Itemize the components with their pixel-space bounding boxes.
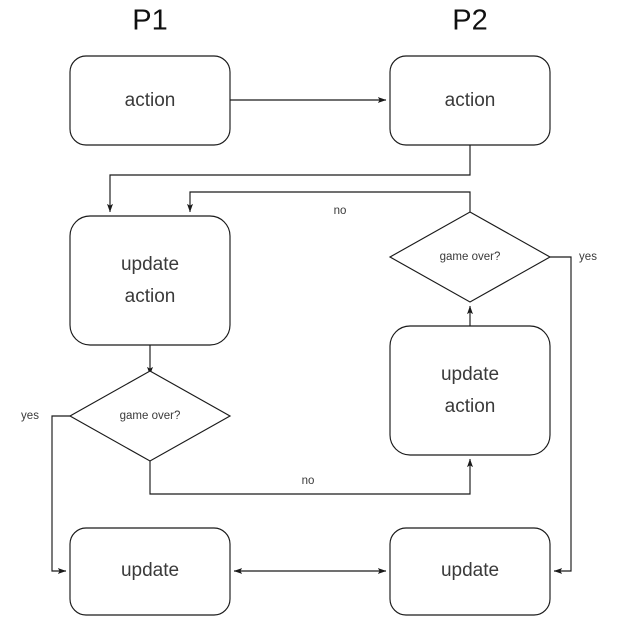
node-p1-update[interactable]: update — [69, 527, 231, 616]
node-p1-update-action-shape — [69, 215, 231, 346]
node-p1-action[interactable]: action — [69, 55, 231, 146]
node-p1-update-action[interactable]: update action — [69, 215, 231, 346]
node-p2-update-label: update — [441, 560, 499, 581]
node-p1-update-label: update — [121, 560, 179, 581]
node-p2-action-shape — [389, 55, 551, 146]
edge-label-p2-game-over-yes: yes — [579, 251, 597, 263]
node-p1-game-over-shape — [68, 370, 232, 462]
edge-label-p2-game-over-no: no — [334, 205, 347, 217]
node-p2-game-over-shape — [388, 211, 552, 303]
node-p2-update-action-label-line2: action — [445, 396, 496, 417]
node-p2-action[interactable]: action — [389, 55, 551, 146]
lane-title-p1: P1 — [132, 5, 167, 37]
node-p2-game-over[interactable]: game over? — [388, 211, 552, 303]
node-p2-update-shape — [389, 527, 551, 616]
edge-p2gameover-yes-to-p2update — [550, 256, 572, 574]
node-p1-update-action-label-line2: action — [125, 286, 176, 307]
edge-p2action-to-p1updateaction — [107, 145, 471, 213]
node-p2-update-action-label-line1: update — [441, 364, 499, 385]
edge-p1gameover-yes-to-p1update — [51, 415, 70, 574]
node-p2-update-action[interactable]: update action — [389, 325, 551, 456]
node-p1-game-over-label: game over? — [120, 410, 181, 422]
edge-label-p1-game-over-no: no — [302, 475, 315, 487]
node-p2-game-over-label: game over? — [440, 251, 501, 263]
edge-label-p1-game-over-yes: yes — [21, 410, 39, 422]
node-p1-update-action-label-line1: update — [121, 254, 179, 275]
node-p1-action-label: action — [125, 90, 176, 111]
node-p1-game-over[interactable]: game over? — [68, 370, 232, 462]
edge-p2gameover-no-to-p1updateaction — [187, 191, 471, 213]
node-p2-update-action-shape — [389, 325, 551, 456]
lane-title-p2: P2 — [452, 5, 487, 37]
node-p2-update[interactable]: update — [389, 527, 551, 616]
node-p2-action-label: action — [445, 90, 496, 111]
edge-p1gameover-no-to-p2updateaction — [149, 458, 473, 495]
node-p1-action-shape — [69, 55, 231, 146]
node-p1-update-shape — [69, 527, 231, 616]
